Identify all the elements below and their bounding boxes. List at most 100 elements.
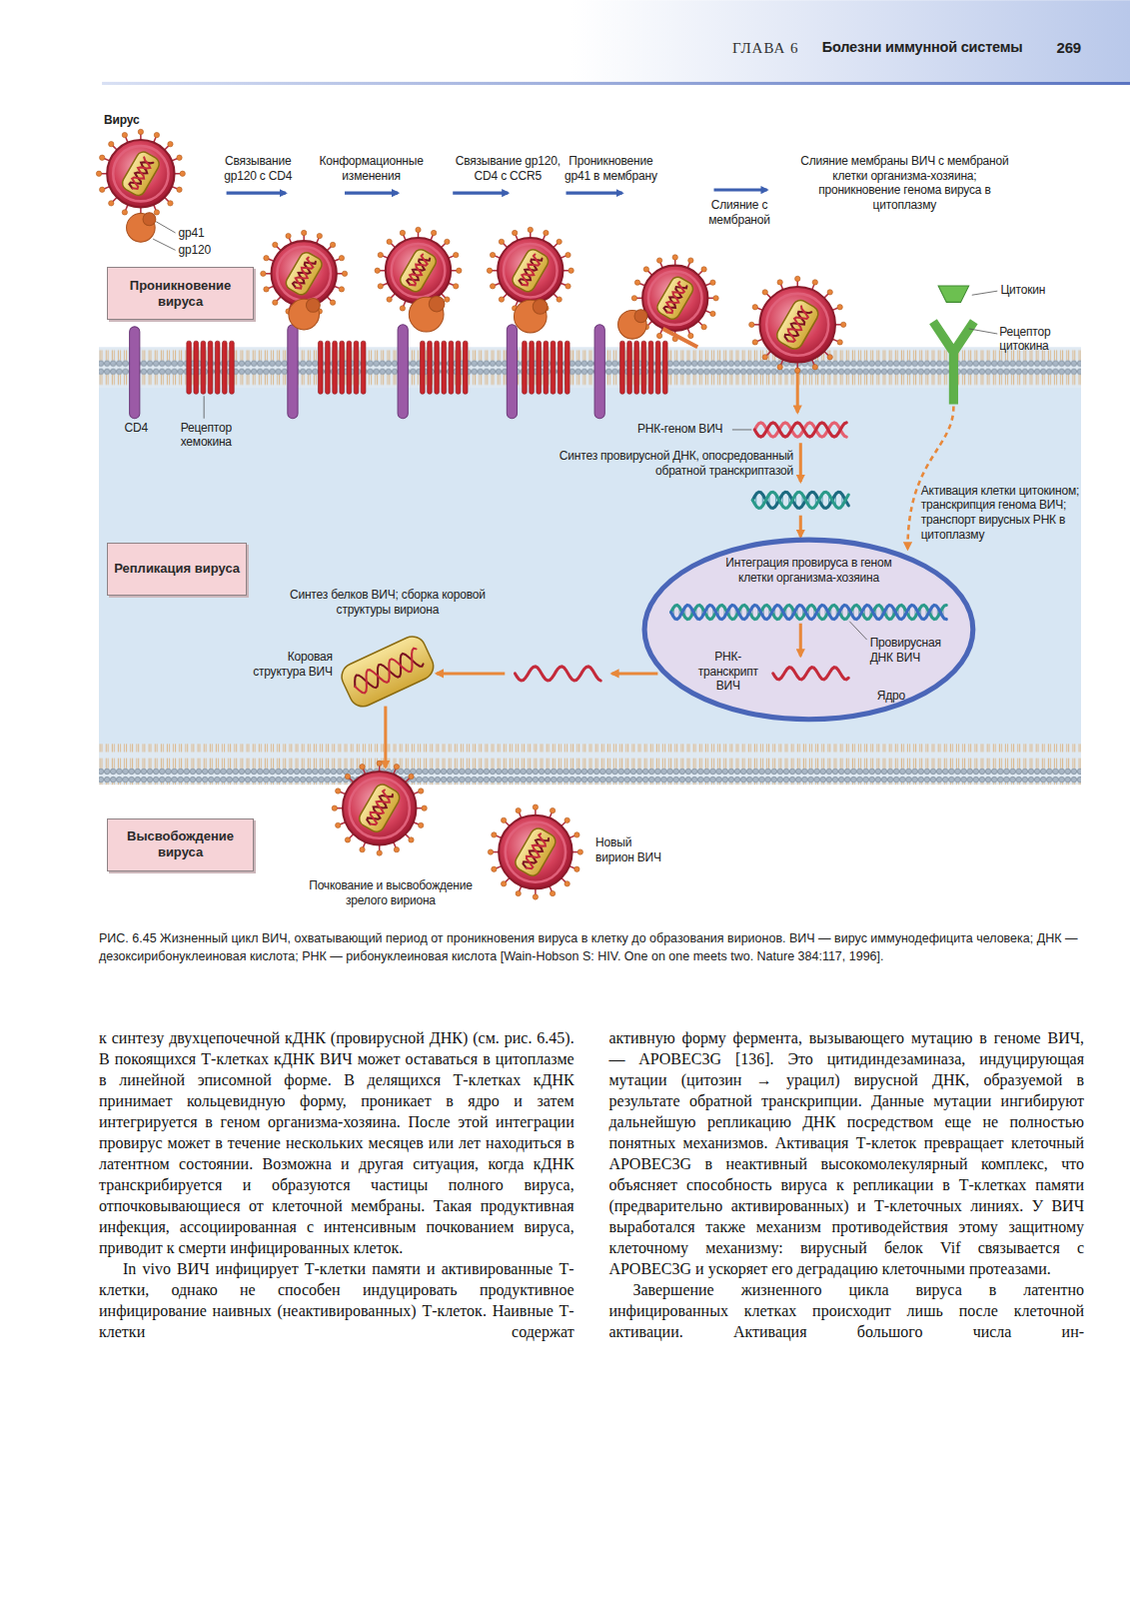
diagram-label: Синтез провирусной ДНК, опосредованный о… bbox=[545, 448, 794, 478]
gp41 bbox=[428, 295, 445, 312]
spike-head bbox=[752, 339, 758, 345]
spike-head bbox=[386, 296, 392, 302]
chemokine-receptor bbox=[536, 340, 542, 394]
core-capsid bbox=[119, 148, 162, 198]
chemokine-receptor bbox=[420, 340, 426, 394]
header-rule bbox=[101, 81, 1130, 85]
virus-core bbox=[509, 246, 551, 294]
body-paragraph: активную форму фермента, вызывающего мут… bbox=[608, 1027, 1085, 1279]
gp41 bbox=[634, 309, 648, 323]
diagram-label: Синтез белков ВИЧ; сборка коровой структ… bbox=[285, 587, 490, 617]
spike-head bbox=[408, 837, 414, 843]
spike-head bbox=[331, 805, 337, 811]
spike-head bbox=[688, 332, 694, 338]
spike-head bbox=[344, 837, 350, 843]
virus-core bbox=[337, 632, 438, 712]
helix-strand bbox=[291, 256, 317, 290]
helix-strand bbox=[671, 604, 948, 619]
chemokine-receptor bbox=[353, 340, 359, 394]
diagram-label: CD4 bbox=[124, 420, 148, 436]
spike-head bbox=[263, 286, 269, 292]
stage-label: Репликация вируса bbox=[113, 560, 240, 577]
chemokine-receptor bbox=[186, 340, 192, 394]
spike-head bbox=[512, 229, 518, 235]
spike-head bbox=[386, 238, 392, 244]
spike-head bbox=[631, 295, 637, 301]
helix-strand bbox=[517, 253, 543, 287]
chemokine-receptor bbox=[448, 340, 454, 394]
chemokine-receptor bbox=[222, 340, 228, 394]
spike-head bbox=[489, 283, 495, 289]
spike-head bbox=[301, 229, 307, 235]
envelope bbox=[106, 139, 174, 207]
spike-head bbox=[377, 251, 383, 257]
spike-head bbox=[153, 209, 159, 215]
envelope bbox=[497, 237, 563, 303]
spike-head bbox=[418, 788, 424, 794]
helix-strand bbox=[783, 305, 813, 344]
chemokine-receptor bbox=[655, 340, 661, 394]
spike-head bbox=[577, 849, 583, 855]
spike-head bbox=[795, 367, 801, 373]
spike-head bbox=[532, 804, 538, 810]
helix-strand bbox=[405, 253, 431, 287]
spike-head bbox=[456, 267, 462, 273]
matrix bbox=[112, 145, 168, 201]
spike-head bbox=[486, 267, 492, 273]
spike-head bbox=[359, 847, 365, 853]
spike-head bbox=[377, 283, 383, 289]
chemokine-receptor bbox=[565, 340, 571, 394]
running-header: 269 bbox=[1057, 38, 1082, 57]
chemokine-receptor bbox=[317, 340, 323, 394]
envelope bbox=[271, 240, 337, 306]
spike-head bbox=[359, 764, 365, 770]
cd4-receptor bbox=[506, 324, 517, 419]
leader-line bbox=[849, 621, 867, 640]
helix-strand bbox=[350, 647, 424, 696]
body-paragraph: In vivo ВИЧ инфицирует Т-клетки памяти и… bbox=[98, 1257, 575, 1342]
cytokine bbox=[938, 285, 970, 302]
diagram-label: Связывание gp120 с CD4 bbox=[215, 153, 300, 183]
spike-head bbox=[376, 760, 382, 766]
chemokine-receptor bbox=[427, 340, 433, 394]
spike-head bbox=[153, 131, 159, 137]
spike-head bbox=[418, 822, 424, 828]
spike-head bbox=[453, 251, 459, 257]
helix-strand bbox=[754, 422, 847, 437]
spike-head bbox=[556, 238, 562, 244]
envelope bbox=[759, 286, 836, 363]
spike-head bbox=[430, 229, 436, 235]
helix-strand bbox=[517, 253, 543, 287]
nucleus-envelope bbox=[644, 539, 974, 720]
spike-head bbox=[121, 209, 127, 215]
helix-strand bbox=[752, 491, 849, 508]
helix-strand bbox=[291, 256, 317, 290]
nucleus-label: Ядро bbox=[877, 688, 906, 704]
helix-strand bbox=[752, 491, 849, 508]
helix-strand bbox=[127, 156, 154, 191]
nucleus: Интеграция провируса в геном клетки орга… bbox=[640, 535, 978, 725]
helix-strand bbox=[662, 281, 688, 315]
spike-head bbox=[643, 266, 649, 272]
core-capsid bbox=[337, 632, 438, 712]
gp120 bbox=[126, 213, 156, 243]
spike-head bbox=[564, 881, 570, 887]
diagram-label: gp120 bbox=[178, 242, 211, 258]
envelope bbox=[385, 237, 451, 303]
spike-head bbox=[329, 299, 335, 305]
spike-head bbox=[656, 257, 662, 263]
cd4-receptor bbox=[594, 324, 605, 419]
core-capsid bbox=[509, 246, 551, 294]
matrix bbox=[276, 246, 331, 301]
matrix bbox=[505, 821, 566, 882]
spike-head bbox=[634, 279, 640, 285]
spike-head bbox=[108, 141, 114, 147]
spike-head bbox=[99, 186, 105, 192]
chemokine-receptor bbox=[648, 340, 654, 394]
envelope bbox=[342, 771, 416, 845]
stage-box: Репликация вируса bbox=[106, 542, 247, 596]
chemokine-receptor bbox=[200, 340, 206, 394]
spike-head bbox=[565, 251, 571, 257]
cytoplasm bbox=[98, 385, 1082, 747]
